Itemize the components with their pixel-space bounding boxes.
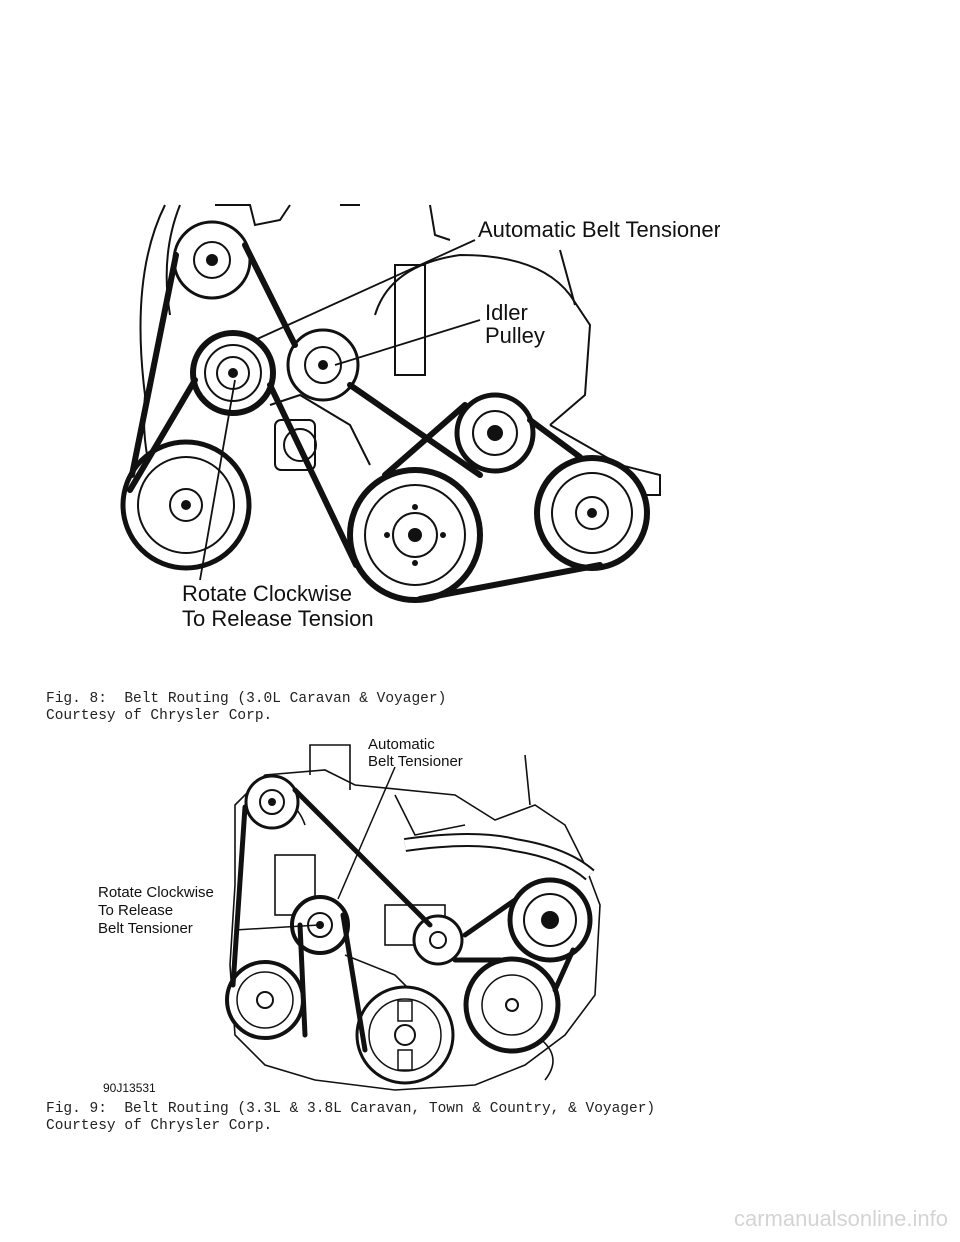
fig9-top-pulley — [244, 774, 300, 830]
idler-pulley — [286, 328, 360, 402]
fig8-label-tensioner: Automatic Belt Tensioner — [478, 217, 720, 242]
crankshaft-pulley — [347, 467, 483, 603]
fig8-label-idler: Idler — [485, 300, 528, 325]
fig9-caption-credit: Courtesy of Chrysler Corp. — [46, 1118, 273, 1134]
fig8-caption-credit: Courtesy of Chrysler Corp. — [46, 708, 273, 724]
fig9-tensioner-pulley — [290, 895, 350, 955]
tensioner-pulley-top — [172, 220, 252, 300]
automatic-tensioner-pulley — [190, 330, 276, 416]
fig9-code-label: 90J13531 — [103, 1081, 156, 1095]
drive-belt — [127, 242, 603, 602]
fig9-pulley-group — [225, 774, 593, 1085]
fig9-label-rotate-clockwise: Rotate Clockwise — [98, 884, 214, 901]
fig8-caption-title: Fig. 8: Belt Routing (3.0L Caravan & Voy… — [46, 691, 447, 707]
fig9-label-belt-tensioner-2: Belt Tensioner — [98, 920, 193, 937]
fig8-label-release-tension: To Release Tension — [182, 606, 374, 631]
fig9-caption-title: Fig. 9: Belt Routing (3.3L & 3.8L Carava… — [46, 1101, 656, 1117]
figure-8-belt-routing-diagram: Automatic Belt Tensioner Idler Pulley Ro… — [120, 204, 720, 631]
fig9-label-belt-tensioner: Belt Tensioner — [368, 753, 463, 770]
fig9-label-automatic: Automatic — [368, 736, 435, 753]
fig9-power-steering-pulley — [463, 956, 561, 1054]
fig9-crank-pulley — [355, 985, 455, 1085]
fig9-drive-belt — [230, 787, 576, 1053]
figure-9-belt-routing-diagram: Automatic Belt Tensioner Rotate Clockwis… — [98, 736, 601, 1095]
fig8-label-rotate: Rotate Clockwise — [182, 581, 352, 606]
fig9-label-to-release: To Release — [98, 902, 173, 919]
pulley-group — [120, 220, 650, 603]
fig9-ac-pulley — [507, 877, 593, 963]
alternator-pulley — [120, 439, 252, 571]
ac-compressor-pulley — [534, 455, 650, 571]
fig8-label-pulley: Pulley — [485, 323, 545, 348]
fig9-alternator-pulley — [225, 960, 305, 1040]
watermark-text: carmanualsonline.info — [733, 1206, 948, 1231]
small-pulley-right — [454, 392, 536, 474]
fig9-idler-pulley — [412, 914, 464, 966]
